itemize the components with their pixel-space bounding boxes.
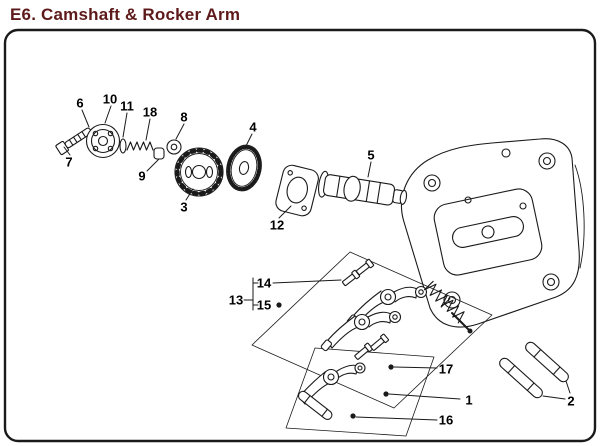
leader-lines: [63, 105, 571, 421]
camshaft-part-5: [318, 170, 408, 206]
part-label-12: 12: [269, 217, 285, 233]
end-plate-part-12: [275, 164, 319, 217]
part-label-15: 15: [256, 297, 272, 313]
stud-part-2-a: [499, 357, 543, 399]
valve-stem: [451, 312, 473, 334]
screw-part-17-a: [354, 342, 373, 360]
part-label-2: 2: [567, 393, 575, 409]
spring-part-18: [126, 141, 154, 151]
page-title: E6. Camshaft & Rocker Arm: [10, 5, 241, 24]
rocker-arm-lower: [298, 362, 366, 405]
part-label-1: 1: [465, 392, 473, 408]
part-label-7: 7: [65, 154, 73, 170]
cam-plate-part-10: [85, 123, 121, 159]
part-label-11: 11: [120, 98, 134, 114]
part-label-16: 16: [438, 412, 454, 428]
part-label-10: 10: [102, 91, 118, 107]
part-label-14: 14: [256, 275, 272, 291]
screw-part-17-b: [370, 333, 389, 351]
section-plane-upper: [251, 251, 493, 409]
sprocket-part-3: [174, 147, 224, 197]
rocker-arm-upper-b: [319, 310, 402, 352]
stud-part-2-b: [525, 341, 569, 383]
bolt-part-6-7: [55, 127, 92, 156]
cylinder-head: [400, 138, 585, 328]
part-label-8: 8: [180, 109, 188, 125]
washer-part-8: [166, 139, 182, 155]
bolt-small-part-14-b: [356, 258, 375, 276]
washer-part-11: [119, 138, 127, 154]
part-label-6: 6: [76, 95, 84, 111]
bolt-small-part-14-a: [342, 269, 361, 287]
leader-dots: [276, 302, 394, 419]
toothed-disc-part-4: [226, 144, 262, 192]
part-label-17: 17: [438, 361, 454, 377]
part-label-13: 13: [228, 292, 244, 308]
part-label-9: 9: [138, 168, 146, 184]
part-label-18: 18: [142, 104, 158, 120]
page-border: [3, 28, 597, 443]
part-label-3: 3: [180, 199, 188, 215]
valve-spring-b: [441, 299, 465, 324]
part-label-5: 5: [367, 147, 375, 163]
collar-part-9: [153, 147, 165, 160]
rocker-shaft-part-16: [297, 390, 333, 420]
part-label-4: 4: [249, 119, 257, 135]
section-plane-lower: [285, 347, 435, 437]
